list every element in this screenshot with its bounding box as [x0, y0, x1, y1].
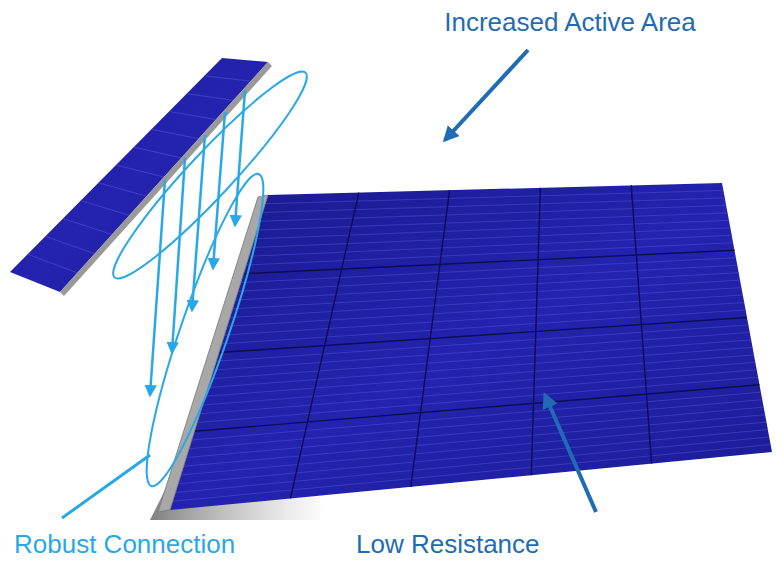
main-panel	[170, 183, 772, 510]
grid-line	[116, 165, 164, 177]
grid-line	[181, 422, 767, 475]
grid-line	[290, 193, 358, 499]
grid-line	[184, 415, 765, 467]
grid-line	[134, 147, 182, 158]
grid-line	[45, 236, 94, 253]
grid-line	[192, 392, 761, 440]
highlight-ellipse	[129, 166, 282, 494]
grid-line	[214, 332, 750, 370]
leader-line	[62, 455, 150, 518]
grid-line	[235, 273, 738, 300]
grid-line	[224, 303, 744, 335]
strip-cell-grid	[28, 76, 251, 273]
grid-line	[216, 325, 748, 361]
grid-line	[205, 355, 754, 396]
grid-line	[219, 318, 747, 353]
grid-line	[151, 129, 198, 138]
cell-grid	[173, 185, 771, 501]
grid-line	[63, 219, 112, 235]
connection-arrows	[150, 90, 245, 395]
grid-line	[178, 430, 768, 484]
grid-line	[230, 288, 742, 318]
grid-line	[411, 190, 450, 487]
detached-panel-edge	[60, 62, 272, 296]
highlight-ellipse	[98, 58, 321, 293]
grid-line	[531, 188, 540, 475]
grid-line	[631, 185, 651, 463]
detached-panel	[10, 58, 268, 292]
grid-line	[204, 76, 250, 81]
grid-line	[238, 265, 737, 291]
grid-line	[252, 228, 731, 248]
grid-line	[260, 205, 726, 221]
grid-line	[257, 213, 727, 230]
grid-line	[233, 280, 740, 309]
grid-line	[203, 362, 756, 405]
grid-line	[189, 400, 762, 449]
grid-line	[98, 183, 146, 196]
grid-line	[187, 94, 234, 101]
grid-line	[254, 220, 729, 238]
grid-line	[186, 407, 763, 457]
leader-arrow	[445, 50, 528, 140]
grid-line	[81, 201, 130, 216]
grid-line	[211, 340, 751, 379]
grid-line	[227, 295, 743, 326]
grid-line	[241, 258, 736, 283]
grid-line	[175, 437, 769, 492]
callout-label: Increased Active Area	[444, 8, 695, 37]
leader-arrow	[545, 395, 596, 512]
grid-line	[263, 198, 725, 213]
callout-label: Low Resistance	[356, 530, 540, 559]
grid-line	[28, 254, 78, 273]
grid-line	[208, 347, 752, 387]
grid-line	[222, 310, 746, 344]
callout-label: Robust Connection	[14, 530, 235, 559]
grid-line	[169, 112, 216, 120]
grid-line	[265, 190, 723, 203]
grid-line	[249, 235, 732, 256]
grid-line	[173, 445, 771, 502]
